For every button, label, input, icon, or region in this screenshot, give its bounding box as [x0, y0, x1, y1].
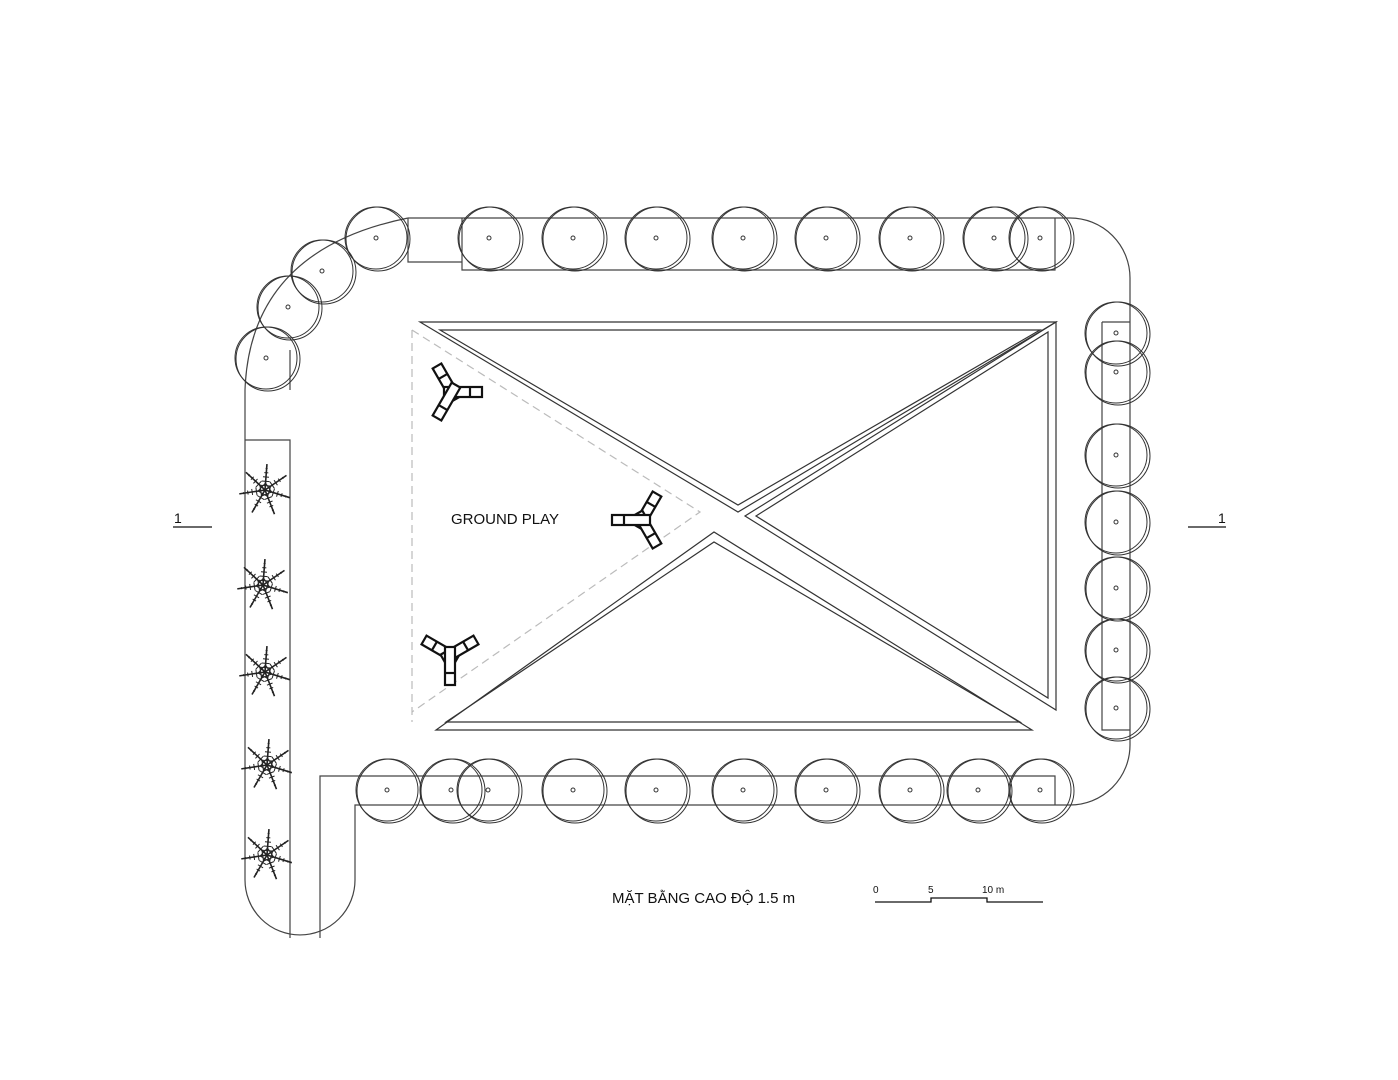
tree	[1084, 340, 1151, 406]
plan-title: MẶT BẰNG CAO ĐỘ 1.5 m	[612, 889, 795, 907]
y-bench-icon	[431, 362, 484, 422]
tree	[456, 758, 523, 824]
area-label: GROUND PLAY	[451, 511, 559, 528]
palm-trees	[237, 464, 293, 880]
section-label-right: 1	[1218, 510, 1226, 526]
tree	[962, 206, 1029, 272]
tree	[1084, 301, 1151, 367]
y-bench-icon	[610, 490, 663, 550]
ground-play-court	[411, 320, 1059, 731]
section-label-left: 1	[174, 510, 182, 526]
tree	[541, 758, 608, 824]
tree	[711, 206, 778, 272]
y-benches	[420, 362, 663, 687]
section-marker-left: 1	[173, 510, 212, 528]
tree	[256, 275, 323, 341]
tree	[457, 206, 524, 272]
palm-tree-icon	[239, 464, 291, 515]
trees	[234, 206, 1151, 824]
tree	[794, 206, 861, 272]
tree	[1008, 758, 1075, 824]
tree	[624, 206, 691, 272]
tree	[1084, 556, 1151, 622]
tree	[946, 758, 1013, 824]
scale-tick-0: 0	[873, 885, 879, 896]
tree	[1008, 206, 1075, 272]
tree	[878, 206, 945, 272]
tree	[1084, 423, 1151, 489]
tree	[794, 758, 861, 824]
tree	[344, 206, 411, 272]
tree	[624, 758, 691, 824]
scale-tick-5: 5	[928, 885, 934, 896]
tree	[234, 326, 301, 392]
y-bench-icon	[420, 634, 480, 687]
palm-tree-icon	[241, 739, 293, 790]
palm-tree-icon	[241, 829, 293, 880]
scale-bar: 0 5 10 m	[873, 885, 1043, 903]
tree	[1084, 676, 1151, 742]
tree	[290, 239, 357, 305]
tree	[355, 758, 422, 824]
palm-tree-icon	[239, 646, 291, 697]
tree	[1084, 490, 1151, 556]
tree	[711, 758, 778, 824]
tree	[878, 758, 945, 824]
site-outline	[244, 217, 1131, 938]
tree	[1084, 618, 1151, 684]
scale-tick-10: 10 m	[982, 885, 1004, 896]
tree	[419, 758, 486, 824]
palm-tree-icon	[237, 559, 289, 610]
tree	[541, 206, 608, 272]
section-marker-right: 1	[1188, 510, 1226, 528]
